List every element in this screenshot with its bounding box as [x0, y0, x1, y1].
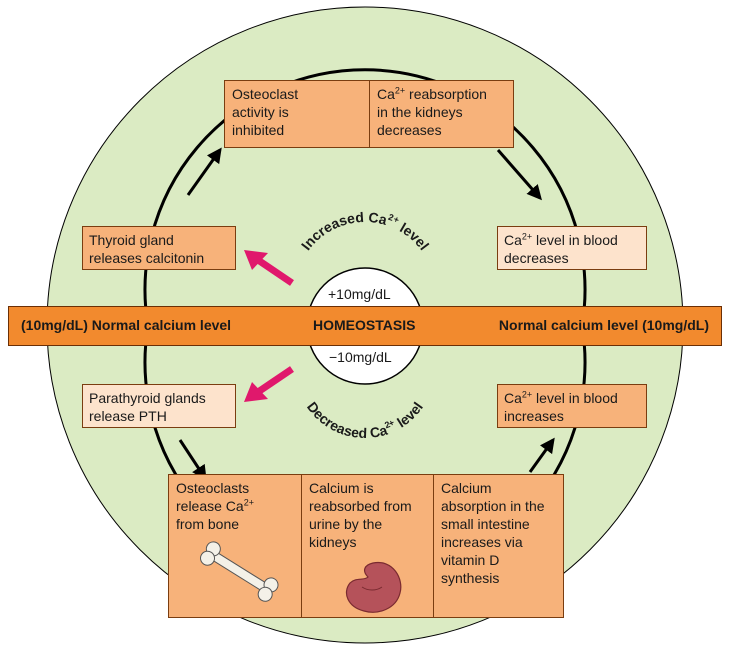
parathyroid-box: Parathyroid glands release PTH	[82, 384, 236, 428]
arrow-from-top-box	[496, 149, 542, 201]
blood-increases-box: Ca2+ level in blood increases	[497, 384, 647, 428]
arrow-to-bottom-box	[178, 439, 207, 481]
bar-left-label: (10mg/dL) Normal calcium level	[21, 317, 232, 333]
pink-arrow-up	[244, 250, 294, 286]
bar-center-label: HOMEOSTASIS	[313, 317, 416, 333]
kidney-icon	[345, 561, 402, 613]
osteoclasts-release: Osteoclasts release Ca2+ from bone	[169, 475, 301, 617]
homeostasis-bar: (10mg/dL) Normal calcium level HOMEOSTAS…	[8, 306, 722, 346]
pink-arrow-down	[244, 366, 294, 402]
reabsorption-decreases: Ca2+ reabsorption in the kidneys decreas…	[369, 81, 513, 147]
arrow-from-bottom-box	[528, 437, 555, 473]
upper-value: +10mg/dL	[328, 286, 391, 302]
bottom-box: Osteoclasts release Ca2+ from bone Calci…	[168, 474, 564, 618]
bone-icon	[200, 541, 279, 602]
top-box: Osteoclast activity is inhibited Ca2+ re…	[224, 80, 514, 148]
kidneys-reabsorb: Calcium is reabsorbed from urine by the …	[301, 475, 433, 617]
blood-decreases-box: Ca2+ level in blood decreases	[497, 226, 647, 270]
thyroid-box: Thyroid gland releases calcitonin	[82, 226, 236, 270]
arrow-to-top-box	[186, 147, 222, 196]
intestine-absorption: Calcium absorption in the small intestin…	[433, 475, 563, 617]
bar-right-label: Normal calcium level (10mg/dL)	[498, 317, 709, 333]
osteoclast-inhibited: Osteoclast activity is inhibited	[232, 86, 299, 138]
lower-value: −10mg/dL	[329, 349, 392, 365]
